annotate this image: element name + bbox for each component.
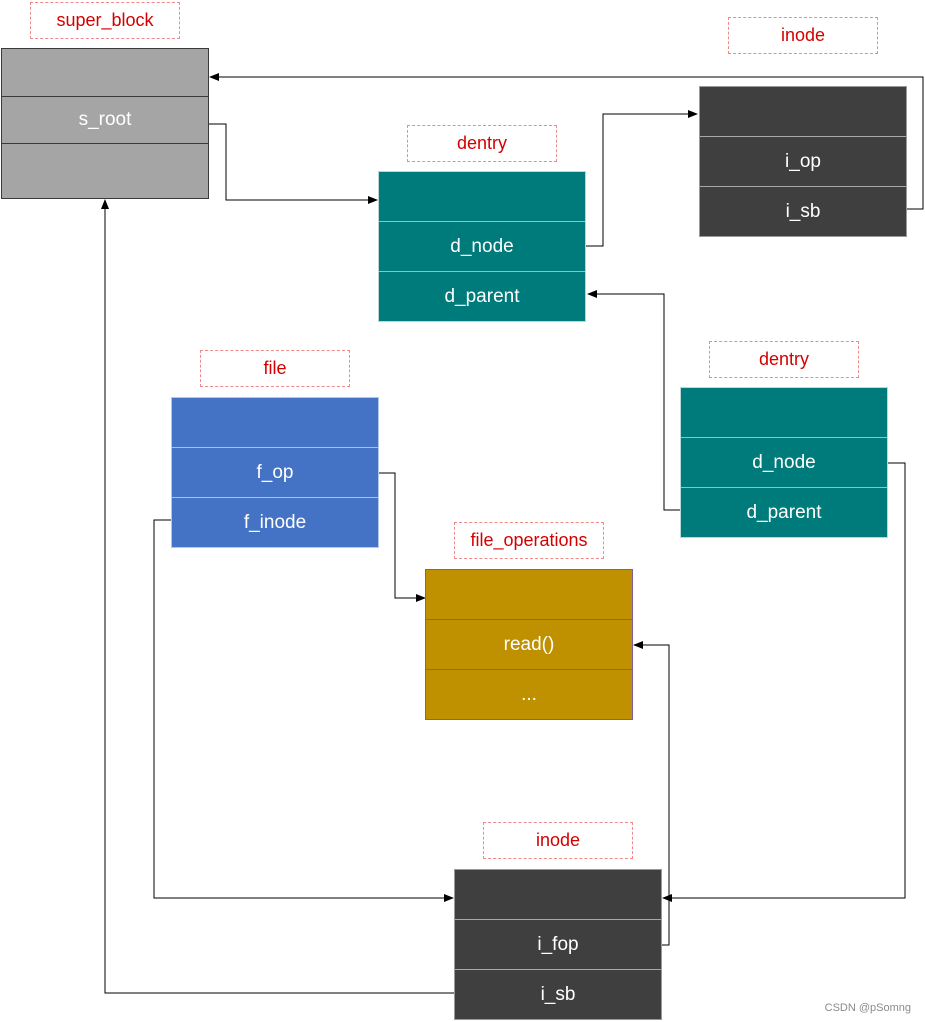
dentry-child-struct: d_node d_parent [680,387,888,538]
inode-top-field-0 [700,87,906,136]
dentry-child-title: dentry [709,341,859,378]
super-block-field-2 [2,143,208,198]
dentry-top-title: dentry [407,125,557,162]
inode-bottom-struct: i_fop i_sb [454,869,662,1020]
arrow-sroot-to-dentry [209,123,378,204]
arrow-dnode-to-inode [586,110,698,247]
super-block-struct: s_root [1,48,209,199]
dentry-top-field-0 [379,172,585,221]
dentry-top-struct: d_node d_parent [378,171,586,322]
file-operations-field-0 [426,570,632,619]
file-struct: f_op f_inode [171,397,379,548]
inode-bottom-field-i-sb: i_sb [455,969,661,1019]
arrow-ifop-to-read [633,641,670,946]
arrow-fop-to-fileops [379,472,426,602]
arrow-dnode-to-inode-bottom [662,462,906,902]
dentry-top-field-d-node: d_node [379,221,585,271]
dentry-top-field-d-parent: d_parent [379,271,585,321]
inode-top-title: inode [728,17,878,54]
file-field-f-inode: f_inode [172,497,378,547]
arrow-isb-bottom-to-superblock [101,199,454,994]
file-field-f-op: f_op [172,447,378,497]
file-operations-title: file_operations [454,522,604,559]
dentry-child-field-d-parent: d_parent [681,487,887,537]
inode-top-field-i-sb: i_sb [700,186,906,236]
file-operations-field-read: read() [426,619,632,669]
file-field-0 [172,398,378,447]
watermark: CSDN @pSomng [824,1002,911,1014]
file-operations-field-ellipsis: ... [426,669,632,719]
dentry-child-field-0 [681,388,887,437]
super-block-field-0 [2,49,208,96]
inode-top-struct: i_op i_sb [699,86,907,237]
inode-bottom-title: inode [483,822,633,859]
file-operations-struct: read() ... [425,569,633,720]
arrow-dparent-to-parent [587,290,681,511]
super-block-field-s-root: s_root [2,95,208,144]
super-block-title: super_block [30,2,180,39]
arrow-finode-to-inode [153,519,454,902]
arrow-isb-to-superblock [209,73,924,210]
inode-bottom-field-0 [455,870,661,919]
inode-top-field-i-op: i_op [700,136,906,186]
inode-bottom-field-i-fop: i_fop [455,919,661,969]
file-title: file [200,350,350,387]
dentry-child-field-d-node: d_node [681,437,887,487]
